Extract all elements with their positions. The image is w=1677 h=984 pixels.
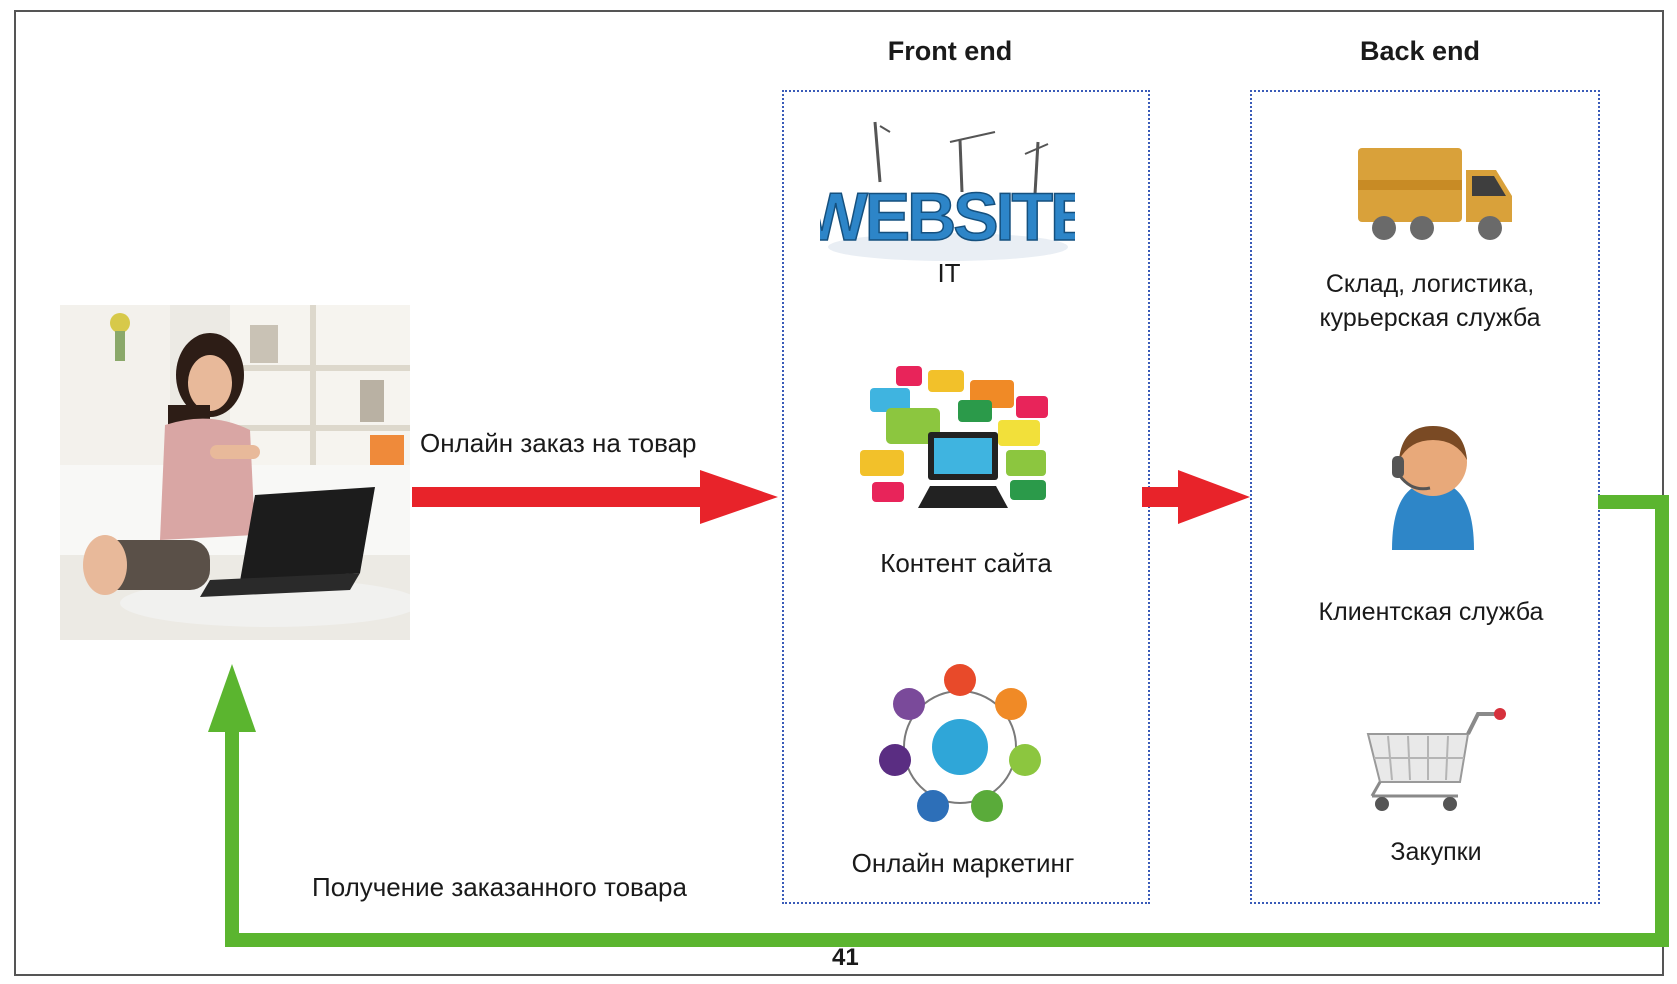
back-item-label-warehouse-line2: курьерская служба: [1319, 304, 1541, 332]
back-item-label-warehouse-line1: Склад, логистика,: [1325, 270, 1535, 298]
back-item-label-purchasing: Закупки: [1390, 838, 1482, 866]
handoff-arrow: [1142, 470, 1250, 524]
delivery-arrow-label: Получение заказанного товара: [312, 872, 687, 902]
shopping-cart-icon: [1358, 706, 1508, 816]
delivery-arrow: [208, 495, 1669, 947]
slide-frame: [14, 10, 1664, 976]
order-arrow: [412, 470, 778, 524]
page-number: 41: [832, 944, 859, 971]
website-logo-text: WEBSITE: [820, 179, 1075, 255]
front-end-heading: Front end: [887, 36, 1013, 66]
delivery-truck-icon: [1356, 140, 1516, 250]
back-end-heading: Back end: [1359, 36, 1481, 66]
front-item-label-it: IT: [937, 258, 961, 288]
support-operator-icon: [1378, 420, 1488, 560]
front-item-label-content: Контент сайта: [880, 548, 1052, 578]
order-arrow-label: Онлайн заказ на товар: [420, 428, 697, 458]
marketing-cycle-icon: [875, 660, 1045, 830]
speech-bubbles-computer-icon: [858, 358, 1053, 528]
website-construction-icon: WEBSITE: [803, 112, 1097, 282]
front-item-label-marketing: Онлайн маркетинг: [851, 848, 1075, 878]
customer-with-laptop-photo: [60, 305, 410, 640]
back-item-label-customer-service: Клиентская служба: [1318, 598, 1544, 626]
